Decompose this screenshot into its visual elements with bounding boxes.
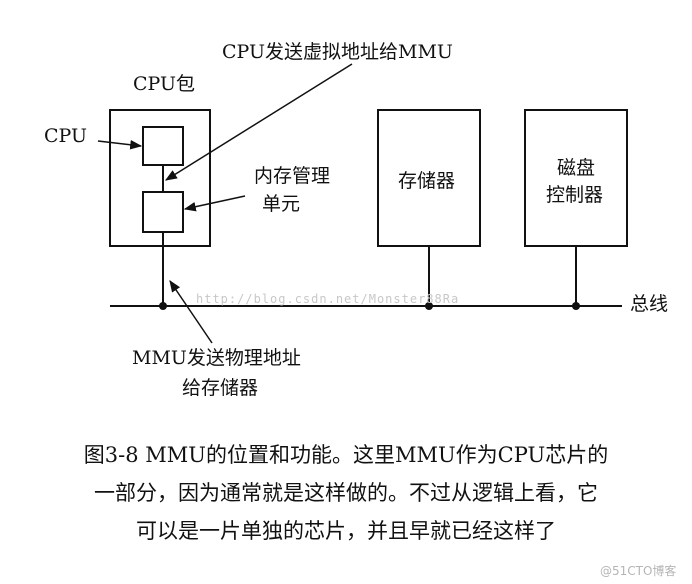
arrow-physical-address <box>169 280 213 344</box>
cpu-sends-virtual-address-label: CPU发送虚拟地址给MMU <box>222 41 453 63</box>
mmu-unit-label-line2: 单元 <box>262 193 301 215</box>
disk-controller-label-line1: 磁盘 <box>557 157 596 179</box>
figure-caption-line3: 可以是一片单独的芯片，并且早就已经这样了 <box>136 519 556 543</box>
mmu-sends-physical-label-line1: MMU发送物理地址 <box>132 347 301 369</box>
figure-caption-line1: 图3-8 MMU的位置和功能。这里MMU作为CPU芯片的 <box>83 443 609 467</box>
blog-watermark: http://blog.csdn.net/Monster88Ra <box>196 292 460 306</box>
cpu-label: CPU <box>44 125 88 147</box>
mmu-box <box>142 191 184 233</box>
figure-caption-line2: 一部分，因为通常就是这样做的。不过从逻辑上看，它 <box>94 481 598 505</box>
disk-controller-label-line2: 控制器 <box>546 184 604 206</box>
memory-label: 存储器 <box>398 170 456 192</box>
arrow-mmu-label <box>183 195 246 212</box>
mmu-sends-physical-label-line2: 给存储器 <box>182 377 259 399</box>
arrow-cpu-label <box>97 139 143 150</box>
site-watermark: @51CTO博客 <box>600 564 677 578</box>
cpu-package-label: CPU包 <box>133 73 196 95</box>
mmu-unit-label-line1: 内存管理 <box>254 165 331 187</box>
bus-label: 总线 <box>630 293 669 315</box>
cpu-package-box <box>109 109 211 247</box>
arrow-virtual-address <box>164 63 353 181</box>
cpu-box <box>142 126 184 166</box>
